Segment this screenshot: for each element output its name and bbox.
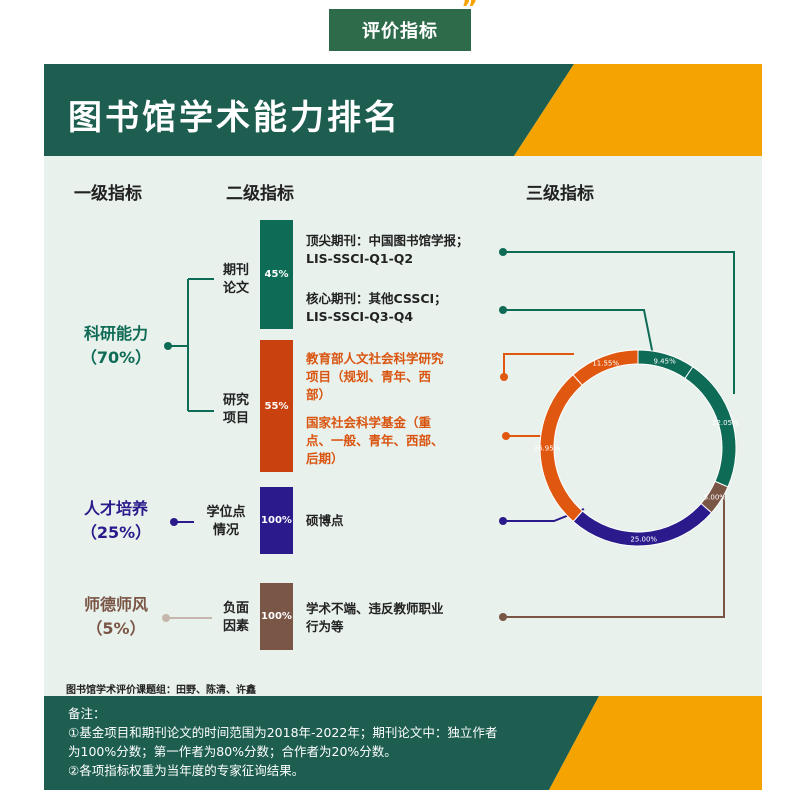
bar-journal: 45% <box>260 220 293 329</box>
bracket-research <box>168 278 214 412</box>
dot-moe-projects <box>500 373 508 381</box>
level1-research-name: 科研能力 <box>83 324 148 343</box>
dot-misconduct <box>499 613 507 621</box>
header-band <box>44 64 574 156</box>
level3-top-journals-line1: 顶尖期刊：中国图书馆学报； <box>306 233 469 248</box>
footer-band <box>44 696 599 790</box>
level3-core-journals: 核心期刊：其他CSSCI； LIS-SSCI-Q3-Q4 <box>306 290 447 326</box>
bar-project: 55% <box>260 340 293 472</box>
dot-top-journals <box>499 248 507 256</box>
dot-talent <box>170 518 178 526</box>
level3-degree-points: 硕博点 <box>306 513 344 528</box>
connector-moe-projects <box>503 353 574 377</box>
donut-label-4: 26.95% <box>534 445 561 453</box>
level2-project-label: 研究 项目 <box>214 392 258 428</box>
notes-line3: ②各项指标权重为当年度的专家征询结果。 <box>68 763 305 778</box>
level2-journal-label: 期刊 论文 <box>214 262 258 298</box>
level3-core-journals-line2: LIS-SSCI-Q3-Q4 <box>306 309 414 324</box>
level3-misconduct: 学术不端、违反教师职业 行为等 <box>306 600 444 636</box>
level3-top-journals-line2: LIS-SSCI-Q1-Q2 <box>306 251 414 266</box>
level3-nssf: 国家社会科学基金（重 点、一般、青年、西部、 后期） <box>306 414 444 468</box>
infographic-panel: 9.45% 22.05% 5.00% 25.00% 26.95% 11.55% 图书馆学术… <box>44 64 762 790</box>
level1-ethics-weight: （5%） <box>86 619 146 638</box>
level1-talent-weight: （25%） <box>80 523 152 542</box>
level2-journal-line1: 期刊 <box>222 263 249 278</box>
level3-nssf-line2: 点、一般、青年、西部、 <box>306 433 444 448</box>
weight-donut-chart: 9.45% 22.05% 5.00% 25.00% 26.95% 11.55% <box>534 349 739 547</box>
level3-moe-line2: 项目（规划、青年、西 <box>306 369 432 384</box>
bar-degree: 100% <box>260 487 293 554</box>
level1-ethics-name: 师德师风 <box>83 595 148 614</box>
level3-core-journals-line1: 核心期刊：其他CSSCI； <box>306 291 447 306</box>
panel-backdrop: 9.45% 22.05% 5.00% 25.00% 26.95% 11.55% <box>44 64 762 790</box>
level3-nssf-line3: 后期） <box>306 451 344 466</box>
bar-degree-percent: 100% <box>261 515 292 526</box>
bar-negative-percent: 100% <box>261 611 292 622</box>
footer-accent <box>549 696 762 790</box>
level1-research: 科研能力 （70%） <box>68 322 164 370</box>
level1-talent: 人才培养 （25%） <box>68 497 164 545</box>
quote-mark-icon: ” <box>461 0 479 24</box>
level1-talent-name: 人才培养 <box>83 499 148 518</box>
donut-label-5: 11.55% <box>592 359 619 367</box>
dot-nssf <box>502 432 510 440</box>
level3-moe-projects: 教育部人文社会科学研究 项目（规划、青年、西 部） <box>306 350 444 404</box>
donut-label-3: 25.00% <box>630 535 657 543</box>
notes-line2: 为100%分数；第一作者为80%分数；合作者为20%分数。 <box>68 744 397 759</box>
bar-negative: 100% <box>260 583 293 650</box>
donut-label-0: 9.45% <box>653 357 676 365</box>
header-accent <box>514 64 762 156</box>
bar-journal-percent: 45% <box>264 269 289 280</box>
donut-label-2: 5.00% <box>704 493 727 501</box>
level2-negative-line1: 负面 <box>222 601 249 616</box>
level3-misconduct-line2: 行为等 <box>306 619 344 634</box>
column-header-level1: 一级指标 <box>74 184 142 204</box>
level3-misconduct-line1: 学术不端、违反教师职业 <box>306 601 444 616</box>
page-title: 图书馆学术能力排名 <box>68 98 401 138</box>
dot-research <box>164 342 172 350</box>
donut-slice-5 <box>572 349 639 386</box>
column-header-level3: 三级指标 <box>526 184 594 204</box>
dot-degree-points <box>499 517 507 525</box>
credit-line: 图书馆学术评价课题组：田野、陈清、许鑫 <box>66 685 256 696</box>
level2-project-line2: 项目 <box>222 411 249 426</box>
connector-misconduct <box>503 494 725 618</box>
level2-degree-label: 学位点 情况 <box>194 504 258 540</box>
notes-block: 备注： ①基金项目和期刊论文的时间范围为2018年-2022年；期刊论文中：独立… <box>68 704 497 780</box>
level3-nssf-line1: 国家社会科学基金（重 <box>306 415 432 430</box>
bar-project-percent: 55% <box>264 400 289 412</box>
connector-top-journals <box>503 251 735 394</box>
dot-ethics <box>162 614 170 622</box>
column-header-level2: 二级指标 <box>226 184 294 204</box>
level1-ethics: 师德师风 （5%） <box>68 593 164 641</box>
level2-project-line1: 研究 <box>222 393 249 408</box>
level3-moe-line3: 部） <box>306 387 332 402</box>
notes-line1: ①基金项目和期刊论文的时间范围为2018年-2022年；期刊论文中：独立作者 <box>68 725 498 740</box>
level2-negative-line2: 因素 <box>222 619 249 634</box>
level1-research-weight: （70%） <box>80 348 152 367</box>
connector-core-journals <box>503 309 655 361</box>
donut-label-1: 22.05% <box>712 419 739 427</box>
section-badge: 评价指标 <box>329 9 471 51</box>
dot-core-journals <box>499 306 507 314</box>
level2-degree-line2: 情况 <box>212 523 239 538</box>
level2-negative-label: 负面 因素 <box>214 600 258 636</box>
level2-journal-line2: 论文 <box>222 281 249 296</box>
level2-degree-line1: 学位点 <box>206 505 246 520</box>
level3-moe-line1: 教育部人文社会科学研究 <box>306 351 444 366</box>
notes-heading: 备注： <box>68 706 106 721</box>
level3-top-journals: 顶尖期刊：中国图书馆学报； LIS-SSCI-Q1-Q2 <box>306 232 469 268</box>
